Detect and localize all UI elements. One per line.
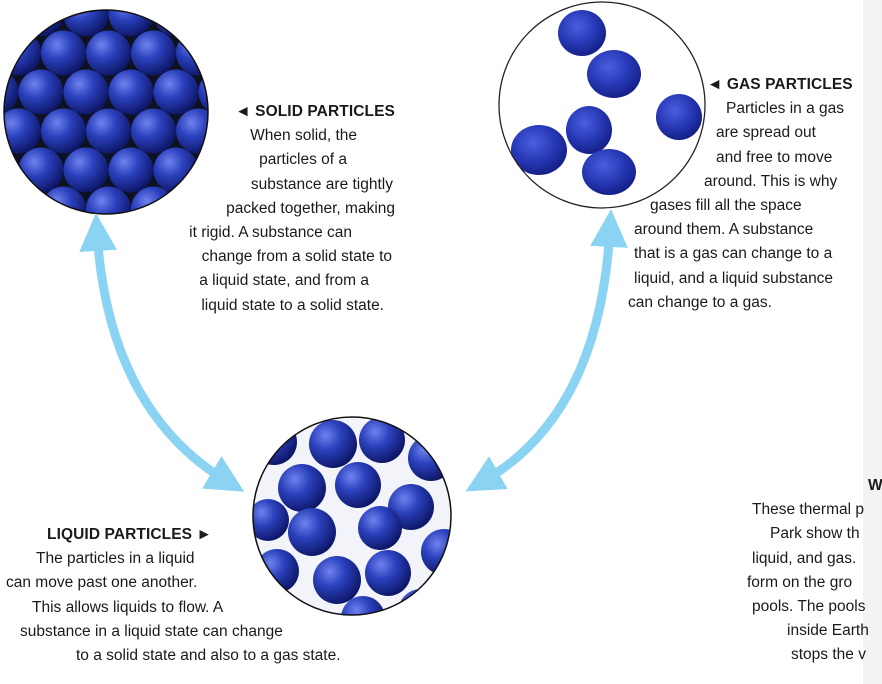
liquid-particle [278,464,326,512]
gas-line: around. This is why [704,172,838,190]
solid-particle [4,10,19,37]
gas-line: around them. A substance [634,221,814,239]
thermal-line: Park show th [770,525,860,543]
solid-particle [0,265,41,310]
thermal-pools-caption-cropped: W These thermal p Park show th liquid, a… [740,474,882,668]
solid-particle [86,108,131,154]
solid-particle [244,0,289,37]
liquid-line: to a solid state and also to a gas state… [76,647,341,665]
gas-line: liquid, and a liquid substance [634,269,834,287]
solid-particle [41,30,86,76]
liquid-title: LIQUID PARTICLES ► [47,526,212,543]
solid-particle [0,226,19,271]
solid-line: packed together, making [226,199,395,217]
gas-particle [511,125,567,175]
gas-line: are spread out [716,124,816,142]
solid-particle [108,10,154,37]
gas-particle [582,149,636,195]
solid-line: a liquid state, and from a [199,272,369,290]
gas-line: gases fill all the space [650,197,802,215]
solid-particle [86,30,131,76]
liquid-particle [288,508,336,556]
adjacent-page-panel [863,0,882,684]
solid-particle [198,10,208,37]
liquid-particle [253,499,289,541]
solid-particle [176,108,208,154]
solid-particle [18,69,64,115]
solid-particle [131,108,176,154]
solid-line: substance are tightly [250,175,393,193]
liquid-particles-circle [252,416,452,616]
solid-particle [108,69,154,115]
liquid-particle [358,506,402,550]
gas-particle [566,106,612,154]
solid-particle [131,30,176,76]
solid-particle [4,186,41,214]
solid-line: When solid, the [250,127,357,145]
liquid-line: can move past one another. [6,574,198,592]
solid-particle [18,147,64,193]
solid-particle [19,226,64,271]
liquid-gas-arrow [465,209,628,492]
solid-particle [41,108,86,154]
solid-line: it rigid. A substance can [189,224,352,242]
gas-particle [656,94,702,140]
gas-line: Particles in a gas [726,100,845,118]
solid-particles-caption: ◄ SOLID PARTICLES When solid, the partic… [150,100,395,318]
liquid-particle [335,462,381,508]
solid-particle [109,226,154,271]
solid-particle [41,265,86,310]
solid-line: change from a solid state to [201,248,392,266]
thermal-line: pools. The pools [752,598,866,616]
gas-particle [558,10,606,56]
thermal-line: These thermal p [752,501,864,519]
solid-title: ◄ SOLID PARTICLES [235,103,395,120]
solid-particle [63,10,109,37]
thermal-line: stops the v [791,646,866,664]
liquid-particles-caption: LIQUID PARTICLES ► The particles in a li… [0,523,408,668]
solid-particle [153,69,199,115]
gas-line: can change to a gas. [628,293,772,311]
solid-particle [63,147,109,193]
solid-particle [221,31,266,76]
solid-particle [86,186,131,214]
solid-line: particles of a [259,151,347,169]
liquid-particle [309,420,357,468]
solid-particle [63,69,109,115]
liquid-particle [408,435,451,481]
liquid-particle [341,596,385,615]
liquid-particle [253,419,297,465]
gas-title: ◄ GAS PARTICLES [707,76,853,93]
solid-line: liquid state to a solid state. [201,296,384,314]
thermal-line: inside Earth [787,622,869,640]
liquid-line: This allows liquids to flow. A [32,598,224,616]
liquid-particle [313,556,361,604]
gas-particles-caption: ◄ GAS PARTICLES Particles in a gas are s… [620,73,878,315]
solid-liquid-arrow [79,213,245,492]
thermal-line: liquid, and gas. [752,549,857,567]
thermal-line: form on the gro [747,573,853,591]
gas-particle [587,50,641,98]
gas-line: and free to move [716,148,833,166]
liquid-particle [359,417,405,463]
liquid-line: The particles in a liquid [36,550,195,568]
solid-particle [108,147,154,193]
gas-line: that is a gas can change to a [634,245,833,263]
liquid-line: substance in a liquid state can change [20,622,283,640]
solid-particle [41,186,86,214]
thermal-heading: W [868,477,882,494]
gas-particles-circle [498,1,706,209]
liquid-particle [365,550,411,596]
solid-particle [266,31,311,76]
